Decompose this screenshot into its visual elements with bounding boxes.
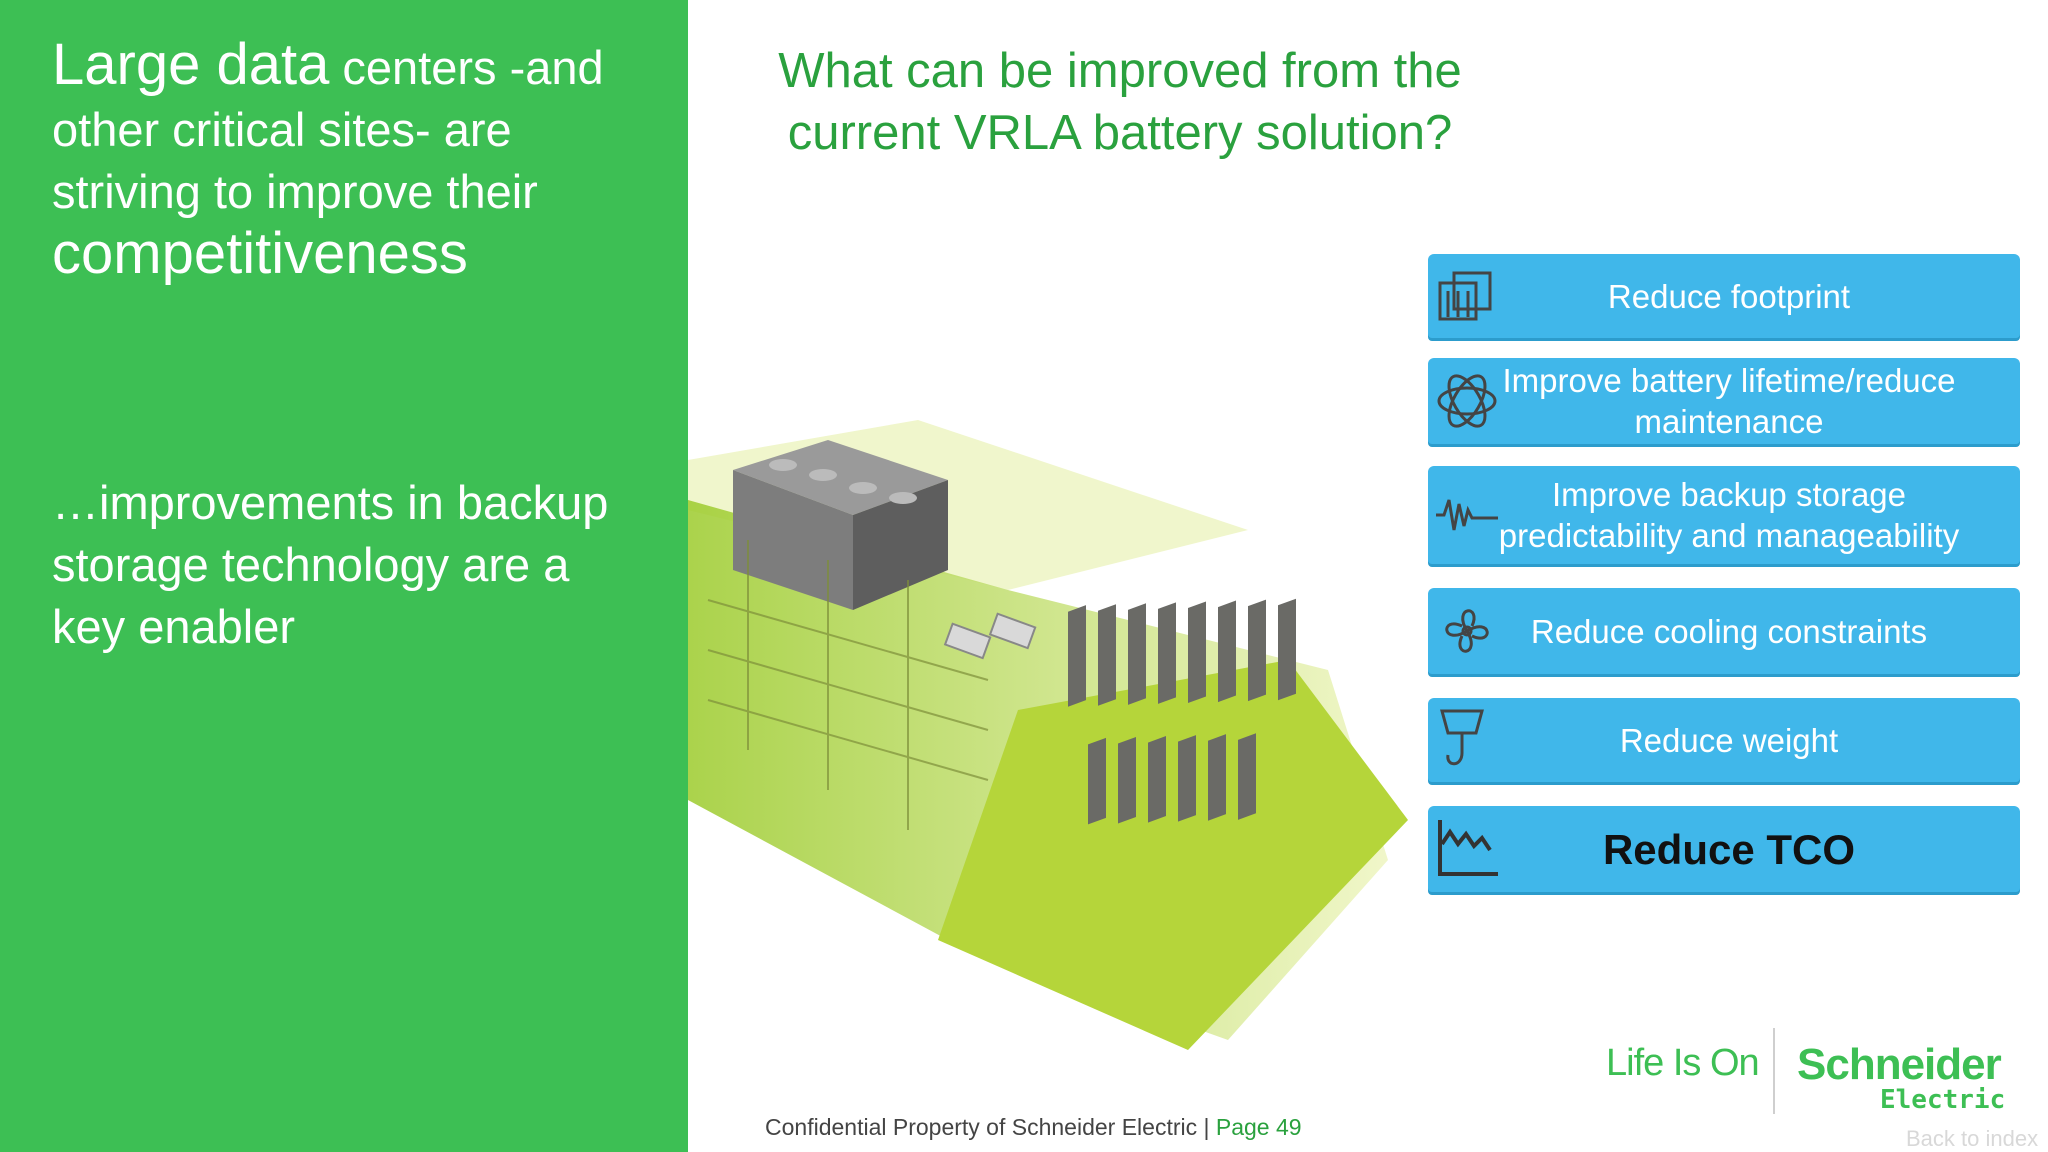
lifecycle-icon (1437, 374, 1497, 428)
improvement-cooling: Reduce cooling constraints (1428, 588, 2020, 674)
electric-logo: Electric (1880, 1085, 2006, 1115)
weight-hook-icon (1440, 709, 1484, 766)
schneider-logo: Schneider (1797, 1040, 2002, 1089)
back-to-index-link[interactable]: Back to index (1906, 1126, 2039, 1151)
improvement-label: Reduce weight (1619, 721, 1839, 759)
logo-divider (1773, 1028, 1775, 1114)
improvement-weight: Reduce weight (1428, 698, 2020, 782)
declining-chart-icon (1438, 820, 1498, 876)
intro-highlight: Large data (52, 32, 330, 97)
page-number: Page 49 (1215, 1114, 1302, 1140)
enabler-text: …improvements in backup storage technolo… (52, 476, 609, 653)
left-panel: Large data centers -and other critical s… (0, 0, 688, 1152)
intro-highlight-2: competitiveness (52, 221, 468, 286)
confidential-note: Confidential Property of Schneider Elect… (765, 1114, 1216, 1140)
improvement-backup-predictability: Improve backup storage predictability an… (1428, 466, 2020, 564)
improvement-tco: Reduce TCO (1428, 806, 2020, 892)
improvement-battery-lifetime: Improve battery lifetime/reduce maintena… (1428, 358, 2020, 444)
life-is-on-logo: Life Is On (1606, 1042, 1760, 1084)
footer: Confidential Property of Schneider Elect… (765, 1114, 1302, 1141)
improvement-label: Reduce cooling constraints (1530, 612, 1928, 650)
improvement-label: Improve battery lifetime/reduce maintena… (1502, 362, 1956, 440)
data-center-illustration (688, 420, 1408, 1050)
intro-body: centers -and other critical sites- are s… (52, 41, 604, 218)
improvement-reduce-footprint: Reduce footprint (1428, 254, 2020, 338)
slide-question: What can be improved from the current VR… (778, 44, 1462, 160)
footprint-icon (1438, 271, 1492, 321)
intro-text: Large data centers -and other critical s… (52, 34, 672, 288)
improvement-label: Reduce TCO (1602, 825, 1856, 873)
fan-icon (1445, 609, 1489, 653)
waveform-icon (1436, 499, 1498, 531)
improvement-label: Improve backup storage predictability an… (1498, 476, 1960, 554)
improvement-label: Reduce footprint (1607, 277, 1851, 315)
